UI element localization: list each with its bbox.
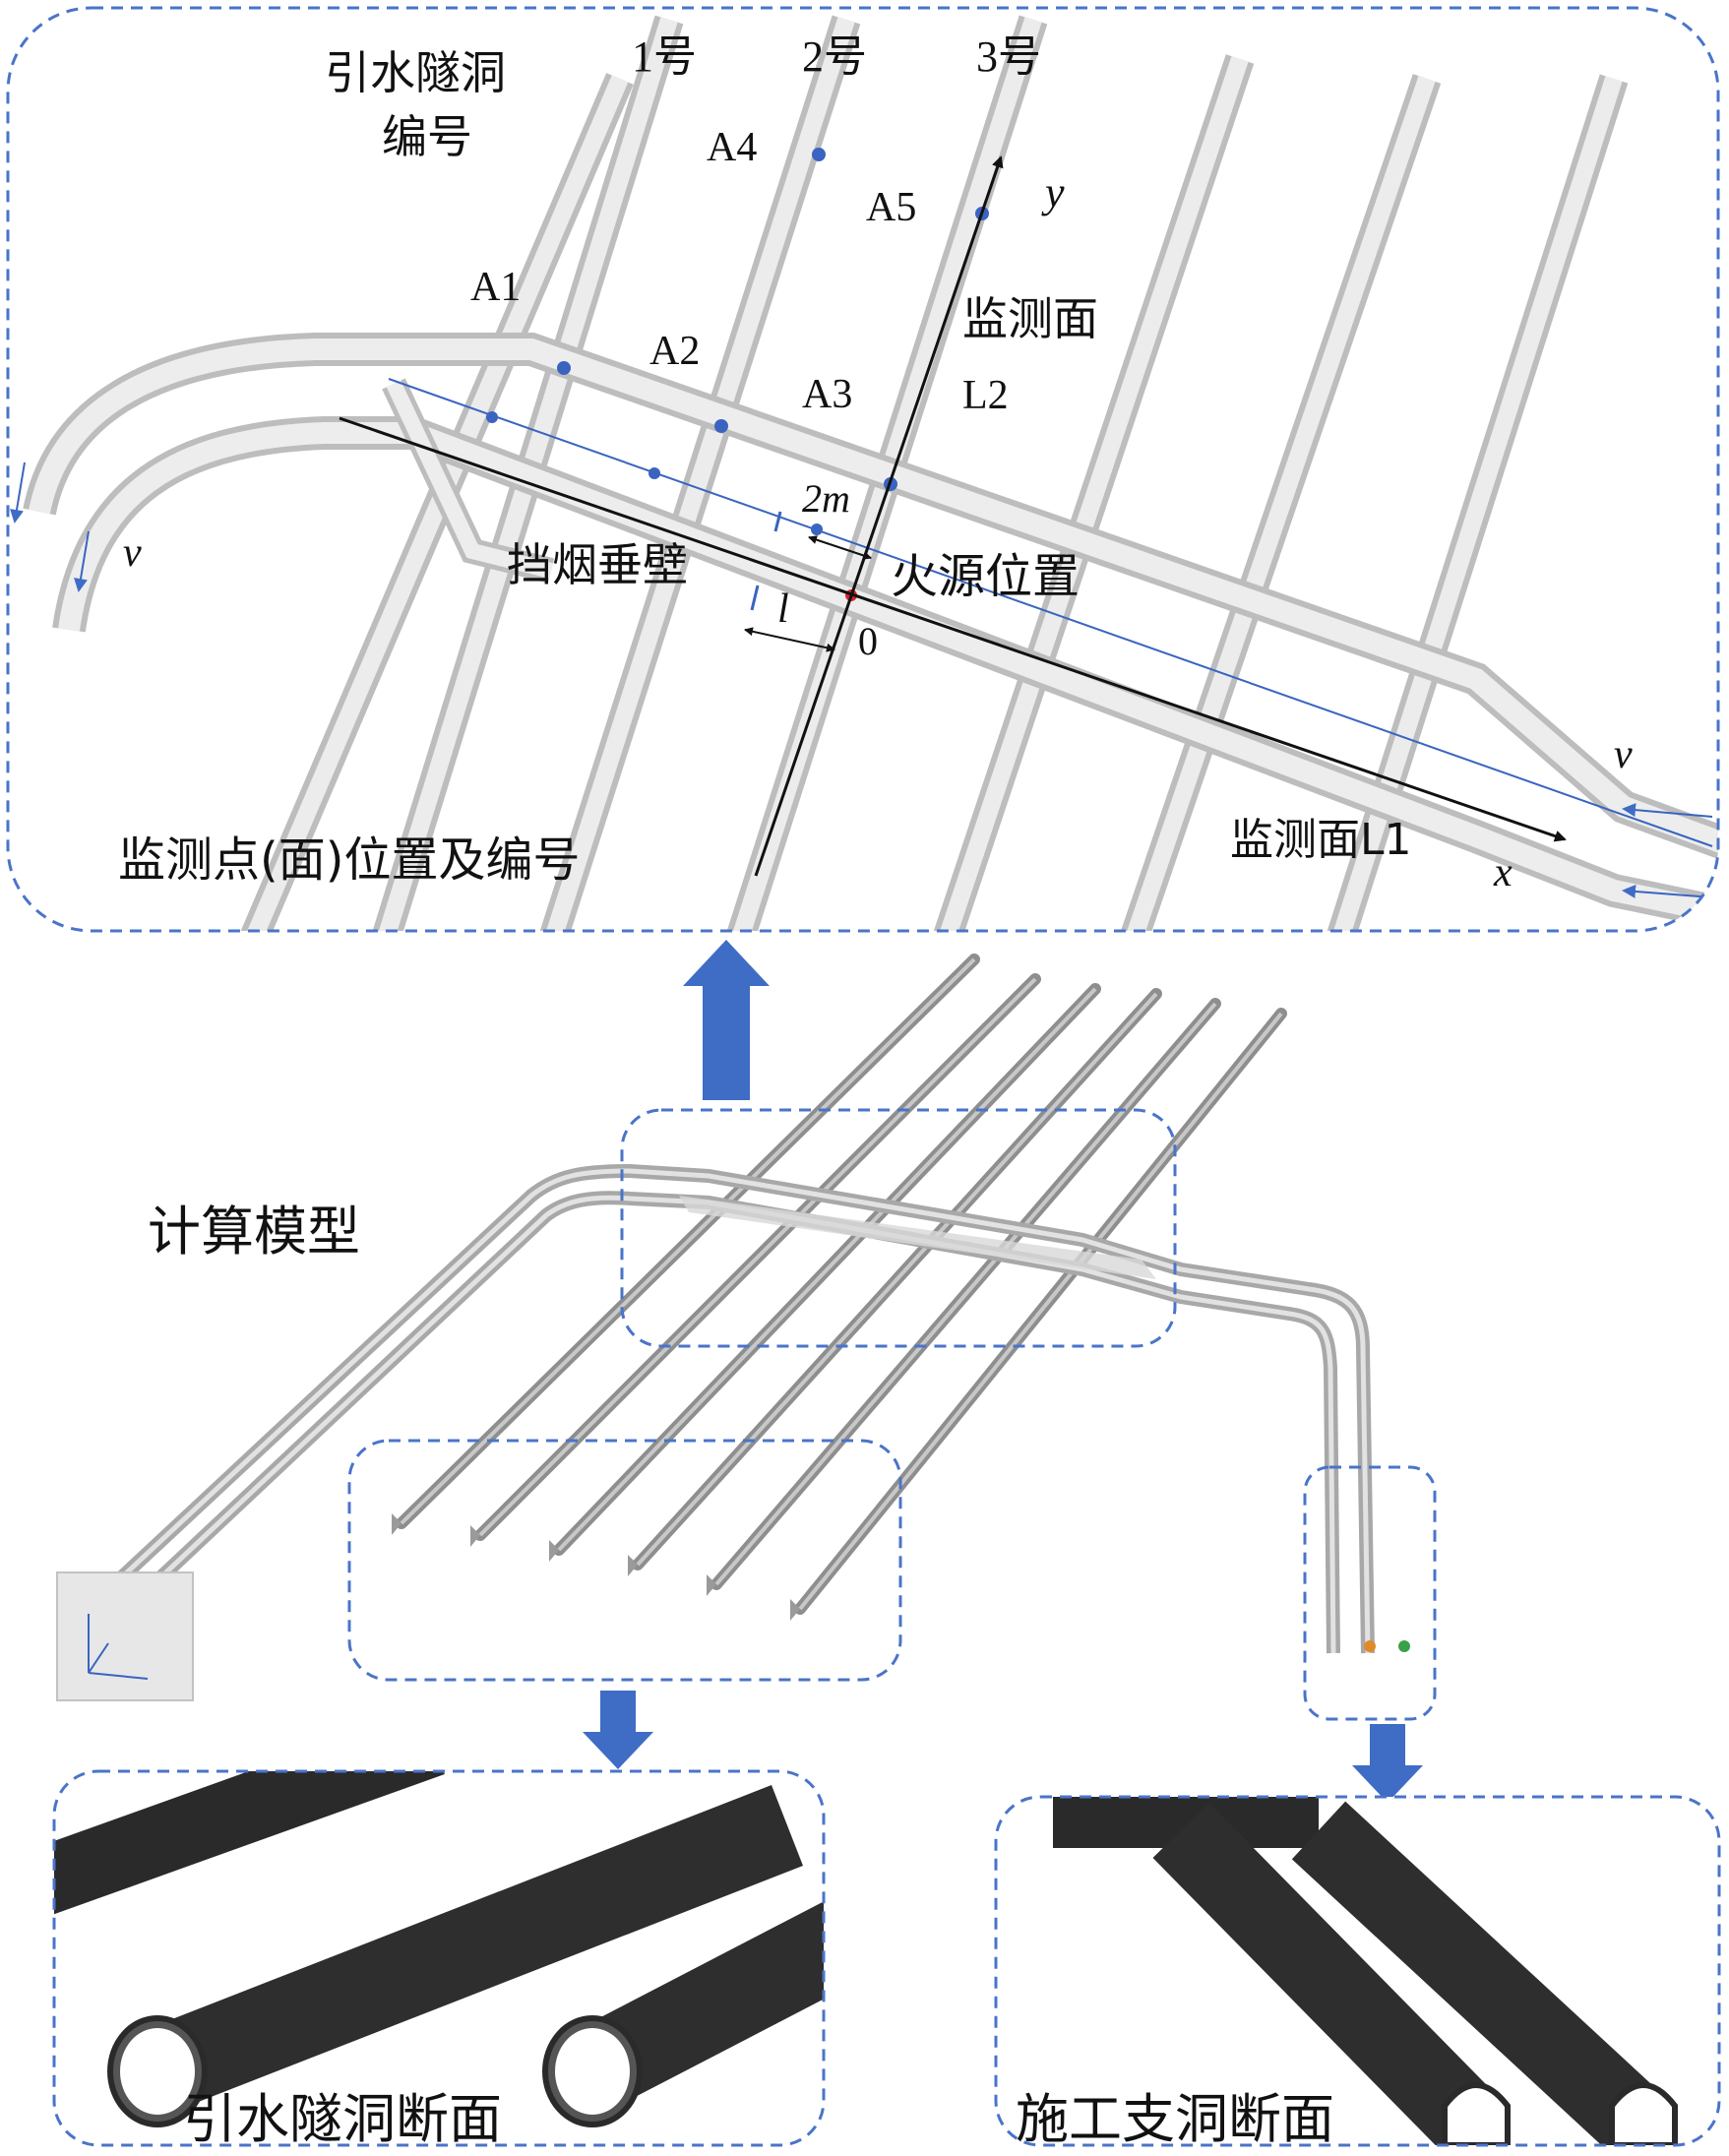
label-2m: 2m <box>802 476 850 521</box>
label-a1: A1 <box>470 265 521 310</box>
label-origin: 0 <box>858 619 878 663</box>
label-y-axis: y <box>1041 168 1065 216</box>
frame-crossing <box>620 1108 1177 1348</box>
dimension-l-arrow <box>744 627 835 652</box>
heading-line2: 编号 <box>382 110 472 163</box>
up-arrow <box>683 940 770 1100</box>
label-a4: A4 <box>707 125 757 170</box>
heading-line1: 引水隧洞 <box>325 46 506 99</box>
label-a2: A2 <box>649 329 700 374</box>
point-a4 <box>812 148 826 161</box>
label-surface-l2-line2: L2 <box>962 373 1009 418</box>
label-x-axis: x <box>1493 850 1513 895</box>
section-left-frame <box>52 1769 826 2147</box>
label-v-left: v <box>123 530 142 576</box>
label-l: l <box>777 586 789 632</box>
tunnel-number-1: 1号 <box>632 32 697 81</box>
monitor-points <box>486 148 989 535</box>
section-left-caption: 引水隧洞断面 <box>183 2088 502 2150</box>
section-right-caption: 施工支洞断面 <box>1016 2088 1334 2150</box>
label-v-right: v <box>1614 732 1633 777</box>
down-arrow-right <box>1352 1724 1423 1803</box>
tunnel-number-3: 3号 <box>976 32 1041 81</box>
point-left-1 <box>486 411 498 423</box>
label-surface-l2-line1: 监测面 <box>962 292 1098 345</box>
section-right-frame <box>994 1795 1721 2147</box>
y-axis-line <box>754 155 1004 877</box>
detail-frame <box>6 6 1720 933</box>
dimension-2m-arrow <box>808 535 872 560</box>
label-smoke-wall: 挡烟垂壁 <box>507 538 688 591</box>
point-left-2 <box>648 467 660 479</box>
point-a1 <box>557 361 571 375</box>
tunnel-network-detail <box>10 15 1718 931</box>
label-a5: A5 <box>866 185 916 230</box>
label-fire-source: 火源位置 <box>891 549 1080 604</box>
axis-gizmo <box>56 1571 194 1701</box>
smoke-wall-marker-2 <box>750 585 760 611</box>
detail-caption: 监测点(面)位置及编号 <box>118 832 580 888</box>
x-axis-line <box>339 416 1567 842</box>
label-a3: A3 <box>802 372 852 417</box>
section-left: 引水隧洞断面 <box>52 1769 826 2150</box>
model-title: 计算模型 <box>148 1201 360 1263</box>
smoke-wall-marker-1 <box>773 511 782 532</box>
model-view: 计算模型 <box>56 954 1437 1721</box>
point-left-3 <box>811 524 823 535</box>
detail-view: 引水隧洞 编号 1号 2号 3号 A4 A5 A1 A2 A3 y 监测面 L2… <box>6 6 1720 933</box>
label-surface-l1: 监测面L1 <box>1230 815 1412 865</box>
frame-tunnel-ends <box>347 1439 902 1682</box>
section-right: 施工支洞断面 <box>994 1795 1721 2150</box>
point-a2 <box>714 419 728 433</box>
tunnel-number-2: 2号 <box>802 32 867 81</box>
down-arrow-left <box>583 1691 653 1769</box>
frame-branch-ends <box>1303 1465 1437 1721</box>
